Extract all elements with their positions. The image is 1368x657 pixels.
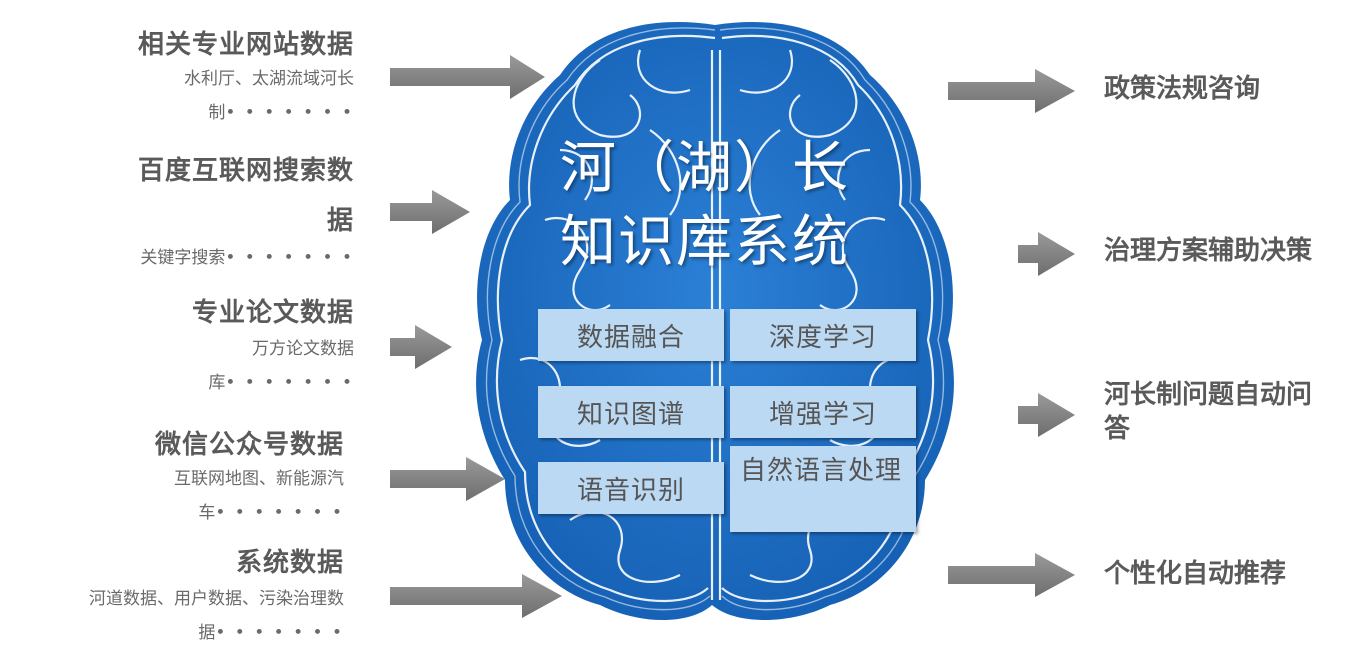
tech-speech-recognition: 语音识别 <box>538 462 724 514</box>
output-auto-qa: 河长制问题自动问 答 <box>1104 378 1312 446</box>
arrow-output-1 <box>948 69 1075 113</box>
source-3-ellipsis: • • • • • • • <box>225 373 354 393</box>
source-5-desc-line1: 河道数据、用户数据、污染治理数 <box>89 589 344 609</box>
output-auto-qa-line2: 答 <box>1104 414 1131 444</box>
source-1-desc-line1: 水利厅、太湖流域河长 <box>184 69 354 89</box>
output-governance-decision: 治理方案辅助决策 <box>1104 236 1313 266</box>
source-5-desc: 河道数据、用户数据、污染治理数 据• • • • • • • <box>89 582 344 650</box>
tech-knowledge-graph: 知识图谱 <box>538 386 724 438</box>
tech-reinforcement-learning: 增强学习 <box>730 386 916 438</box>
source-1-desc-line2: 制 <box>208 103 226 123</box>
source-1-desc: 水利厅、太湖流域河长 制• • • • • • • <box>184 62 354 130</box>
source-3-desc-line1: 万方论文数据 <box>252 339 354 359</box>
output-auto-qa-line1: 河长制问题自动问 <box>1104 380 1313 410</box>
output-arrows <box>948 69 1075 597</box>
arrow-output-2 <box>1018 232 1075 276</box>
source-1-title: 相关专业网站数据 <box>137 30 354 60</box>
arrow-source-2 <box>390 190 470 234</box>
arrow-source-5 <box>390 574 562 618</box>
source-4-title: 微信公众号数据 <box>154 430 344 460</box>
source-5-title: 系统数据 <box>235 548 344 578</box>
source-2-title-line2: 据 <box>326 206 354 236</box>
arrow-source-3 <box>390 325 452 369</box>
source-4-desc-line2: 车 <box>198 503 216 523</box>
arrow-source-1 <box>390 55 545 99</box>
tech-data-fusion: 数据融合 <box>538 309 724 361</box>
source-5-desc-line2: 据 <box>198 623 216 643</box>
arrow-output-3 <box>1018 393 1075 437</box>
source-4-desc-line1: 互联网地图、新能源汽 <box>174 469 344 489</box>
tech-deep-learning: 深度学习 <box>730 309 916 361</box>
source-3-title: 专业论文数据 <box>191 298 354 328</box>
output-policy-consult: 政策法规咨询 <box>1104 74 1261 104</box>
arrow-output-4 <box>948 553 1075 597</box>
source-2-title: 百度互联网搜索数 <box>137 156 354 186</box>
tech-nlp: 自然语言处理 <box>730 446 916 532</box>
system-title: 河（湖）长 知识库系统 <box>560 132 890 280</box>
source-2-desc-line1: 关键字搜索 <box>140 248 226 268</box>
source-1-ellipsis: • • • • • • • <box>225 103 354 123</box>
system-title-line2: 知识库系统 <box>560 210 850 275</box>
source-2-ellipsis: • • • • • • • <box>225 248 354 268</box>
source-4-ellipsis: • • • • • • • <box>215 503 344 523</box>
source-4-desc: 互联网地图、新能源汽 车• • • • • • • <box>174 462 344 530</box>
source-5-ellipsis: • • • • • • • <box>215 623 344 643</box>
source-2-desc: 关键字搜索• • • • • • • <box>140 241 354 275</box>
arrow-source-4 <box>390 457 505 501</box>
output-personalized-recommend: 个性化自动推荐 <box>1104 559 1287 589</box>
system-title-line1: 河（湖）长 <box>560 136 850 201</box>
input-arrows <box>390 55 562 618</box>
source-3-desc-line2: 库 <box>208 373 226 393</box>
source-3-desc: 万方论文数据 库• • • • • • • <box>208 332 354 400</box>
